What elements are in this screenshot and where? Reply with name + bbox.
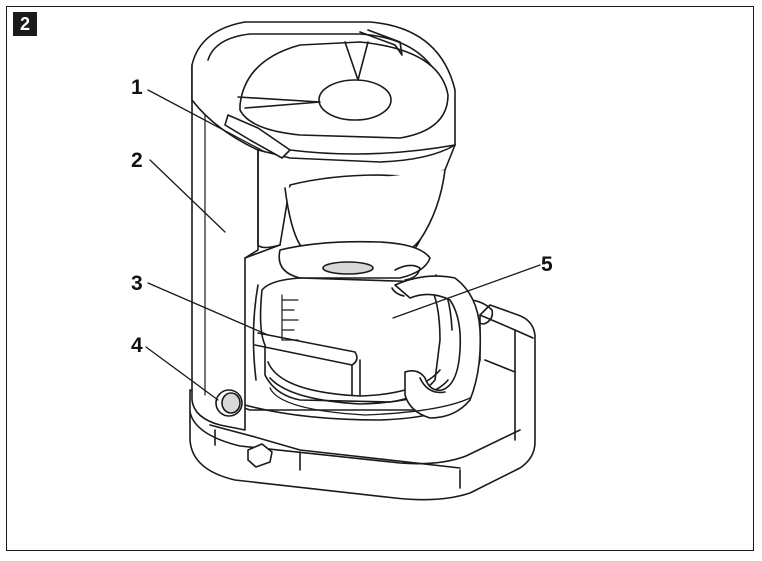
callout-4: 4	[131, 334, 143, 357]
callout-5: 5	[541, 253, 553, 276]
power-switch	[216, 390, 242, 416]
callout-1: 1	[131, 76, 143, 99]
carafe	[253, 242, 480, 418]
callout-2: 2	[131, 149, 143, 172]
callout-3: 3	[131, 272, 143, 295]
